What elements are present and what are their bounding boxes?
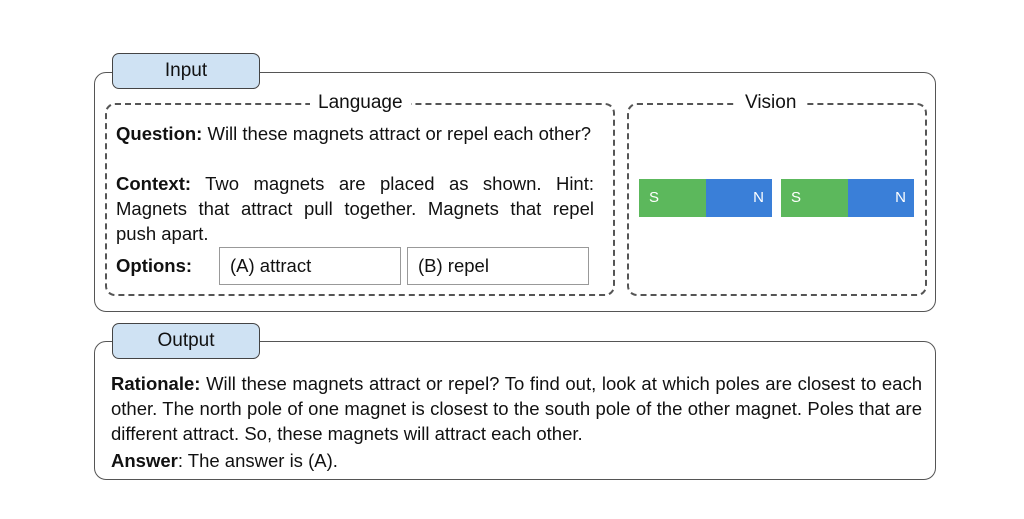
output-tag: Output <box>112 323 260 359</box>
vision-label: Vision <box>737 91 805 115</box>
magnet-2-south: S <box>781 179 848 217</box>
question-text: Question: Will these magnets attract or … <box>116 121 596 146</box>
rationale-text: Rationale: Will these magnets attract or… <box>111 371 922 446</box>
answer-body: : The answer is (A). <box>177 450 338 471</box>
magnet-2-north-label: N <box>895 189 906 206</box>
option-b[interactable]: (B) repel <box>407 247 589 285</box>
question-label: Question: <box>116 123 203 144</box>
magnet-1-north: N <box>706 179 772 217</box>
vision-box: Vision <box>627 91 927 296</box>
answer-text: Answer: The answer is (A). <box>111 448 922 473</box>
magnet-1-south-label: S <box>649 189 660 206</box>
input-tag: Input <box>112 53 260 89</box>
language-box: Language <box>105 91 615 296</box>
options-label: Options: <box>116 255 193 276</box>
magnet-2-north: N <box>848 179 914 217</box>
magnet-1-north-label: N <box>753 189 764 206</box>
context-body: Two magnets are placed as shown. Hint: M… <box>116 173 594 244</box>
rationale-body: Will these magnets attract or repel? To … <box>111 373 922 444</box>
context-text: Context: Two magnets are placed as shown… <box>116 171 594 246</box>
output-panel <box>94 341 936 480</box>
option-a[interactable]: (A) attract <box>219 247 401 285</box>
answer-label: Answer <box>111 450 178 471</box>
rationale-label: Rationale: <box>111 373 201 394</box>
language-label: Language <box>310 91 411 115</box>
magnet-2-south-label: S <box>791 189 802 206</box>
magnet-1-south: S <box>639 179 706 217</box>
context-label: Context: <box>116 173 192 194</box>
question-body: Will these magnets attract or repel each… <box>202 123 592 144</box>
